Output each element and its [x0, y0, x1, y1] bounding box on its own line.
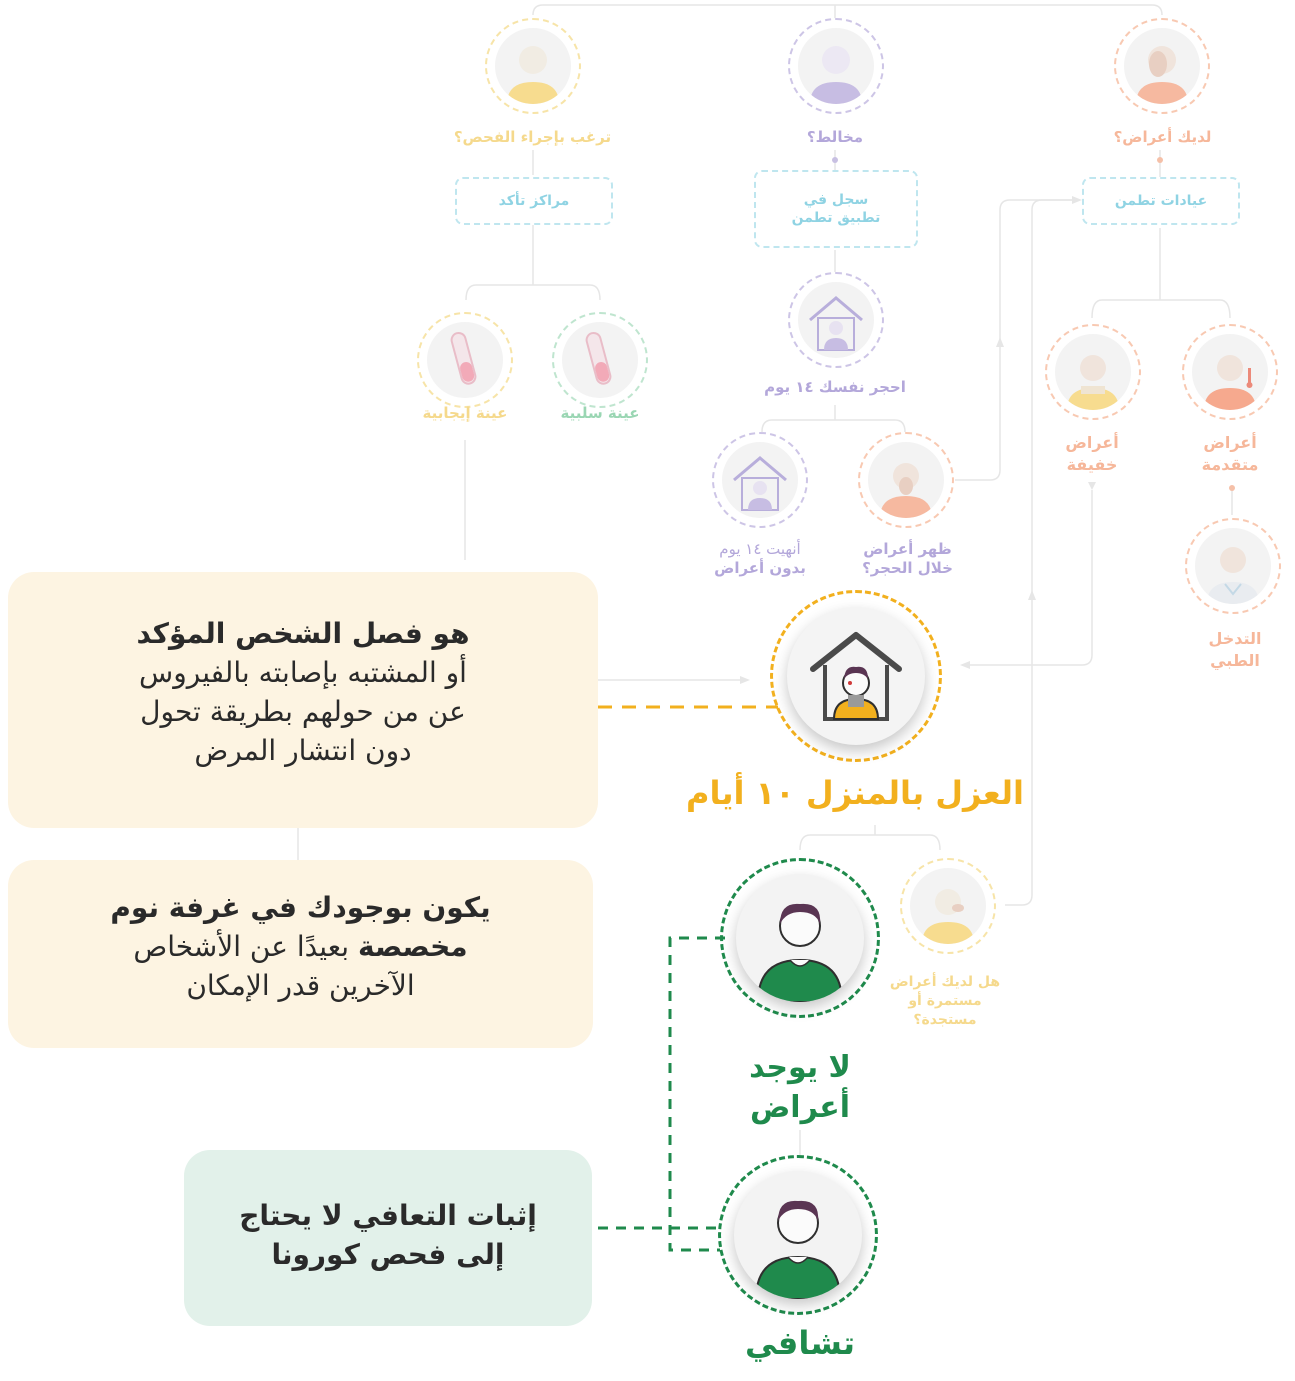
- centers-label: مراكز تأكد: [498, 193, 570, 209]
- test-tube-icon: [427, 322, 503, 398]
- person-icon: [495, 28, 571, 104]
- no-symptoms-label: لا يوجد أعراض: [730, 1048, 870, 1128]
- coughing-person-icon: [910, 868, 986, 944]
- no-symptoms-line-2: أعراض: [749, 1090, 851, 1125]
- mild-symptoms-node: [1045, 324, 1141, 420]
- bedroom-rest-1: بعيدًا عن الأشخاص: [133, 930, 358, 963]
- recovery-proof-panel: إثبات التعافي لا يحتاج إلى فحص كورونا: [184, 1150, 592, 1326]
- advanced-symptoms-label: أعراض متقدمة: [1175, 432, 1285, 476]
- negative-sample-node: [552, 312, 648, 408]
- medical-line-2: الطبي: [1210, 651, 1260, 670]
- symptoms-during-label: ظهر أعراض خلال الحجر؟: [850, 540, 965, 578]
- finished-quarantine-node: [712, 432, 808, 528]
- medical-line-1: التدخل: [1208, 629, 1262, 648]
- contact-node: [788, 18, 884, 114]
- persistent-symptoms-node: [900, 858, 996, 954]
- bedroom-rest-2: الآخرين قدر الإمكان: [186, 969, 415, 1002]
- test-node: [485, 18, 581, 114]
- register-app-box: سجل في تطبيق تطمن: [754, 170, 918, 248]
- mild-line-1: أعراض: [1065, 433, 1119, 452]
- face-cover-icon: [1124, 28, 1200, 104]
- register-line-1: سجل في: [803, 192, 869, 208]
- contact-question: مخالط؟: [806, 128, 864, 146]
- isolation-house-icon: [787, 607, 925, 745]
- home-isolation-node: [770, 590, 942, 762]
- persistent-symptoms-label: هل لديك أعراض مستمرة أو مستجدة؟: [870, 973, 1020, 1030]
- recovered-node: [718, 1155, 878, 1315]
- symptoms-question: لديك أعراض؟: [1113, 128, 1212, 146]
- quarantine-label: احجر نفسك ١٤ يوم: [764, 378, 906, 396]
- persistent-line-3: مستجدة؟: [913, 1012, 977, 1028]
- definition-text: هو فصل الشخص المؤكد أو المشتبه بإصابته ب…: [8, 614, 598, 770]
- doctor-icon: [1195, 528, 1271, 604]
- centers-box: مراكز تأكد: [455, 177, 613, 225]
- symptoms-during-node: [858, 432, 954, 528]
- mild-line-2: خفيفة: [1066, 455, 1118, 474]
- sick-person-icon: [1055, 334, 1131, 410]
- bedroom-bold-1: يكون بوجودك في غرفة نوم: [110, 891, 491, 924]
- healthy-person-icon: [734, 1171, 862, 1299]
- bedroom-text: يكون بوجودك في غرفة نوم مخصصة بعيدًا عن …: [8, 888, 593, 1005]
- definition-line-4: دون انتشار المرض: [194, 734, 412, 767]
- symptoms-node: [1114, 18, 1210, 114]
- symptoms-during-line-2: خلال الحجر؟: [862, 559, 953, 577]
- positive-sample-node: [417, 312, 513, 408]
- advanced-line-1: أعراض: [1203, 433, 1257, 452]
- test-question: ترغب بإجراء الفحص؟: [453, 128, 612, 146]
- medical-intervention-node: [1185, 518, 1281, 614]
- finished-quarantine-label: أنهيت ١٤ يوم بدون أعراض: [700, 540, 820, 578]
- finished-line-1: أنهيت ١٤ يوم: [719, 540, 801, 558]
- tetamman-clinics-label: عيادات تطمن: [1114, 193, 1208, 209]
- person-icon: [798, 28, 874, 104]
- house-icon: [798, 282, 874, 358]
- symptoms-during-line-1: ظهر أعراض: [863, 540, 952, 558]
- recovery-proof-text: إثبات التعافي لا يحتاج إلى فحص كورونا: [184, 1196, 592, 1274]
- test-tube-icon: [562, 322, 638, 398]
- definition-panel: هو فصل الشخص المؤكد أو المشتبه بإصابته ب…: [8, 572, 598, 828]
- recovery-line-2: إلى فحص كورونا: [271, 1238, 505, 1271]
- cough-icon: [868, 442, 944, 518]
- mild-symptoms-label: أعراض خفيفة: [1037, 432, 1147, 476]
- house-icon: [722, 442, 798, 518]
- finished-line-2: بدون أعراض: [714, 559, 806, 577]
- fever-icon: [1192, 334, 1268, 410]
- healthy-person-icon: [736, 874, 864, 1002]
- positive-sample-label: عينة إيجابية: [422, 404, 508, 422]
- quarantine-node: [788, 272, 884, 368]
- persistent-line-2: مستمرة أو: [908, 993, 982, 1009]
- definition-bold: هو فصل الشخص المؤكد: [136, 617, 470, 650]
- no-symptoms-line-1: لا يوجد: [749, 1050, 851, 1085]
- definition-line-3: عن من حولهم بطريقة تحول: [140, 695, 466, 728]
- medical-intervention-label: التدخل الطبي: [1180, 628, 1290, 672]
- persistent-line-1: هل لديك أعراض: [889, 974, 1001, 990]
- recovered-label: تشافي: [745, 1324, 855, 1362]
- advanced-symptoms-node: [1182, 324, 1278, 420]
- definition-line-2: أو المشتبه بإصابته بالفيروس: [139, 656, 467, 689]
- tetamman-clinics-box: عيادات تطمن: [1082, 177, 1240, 225]
- bedroom-panel: يكون بوجودك في غرفة نوم مخصصة بعيدًا عن …: [8, 860, 593, 1048]
- negative-sample-label: عينة سلبية: [560, 404, 640, 422]
- home-isolation-label: العزل بالمنزل ١٠ أيام: [686, 774, 1024, 812]
- no-symptoms-node: [720, 858, 880, 1018]
- register-line-2: تطبيق تطمن: [791, 210, 881, 226]
- bedroom-bold-2: مخصصة: [357, 930, 468, 963]
- recovery-line-1: إثبات التعافي لا يحتاج: [239, 1199, 537, 1232]
- advanced-line-2: متقدمة: [1201, 455, 1259, 474]
